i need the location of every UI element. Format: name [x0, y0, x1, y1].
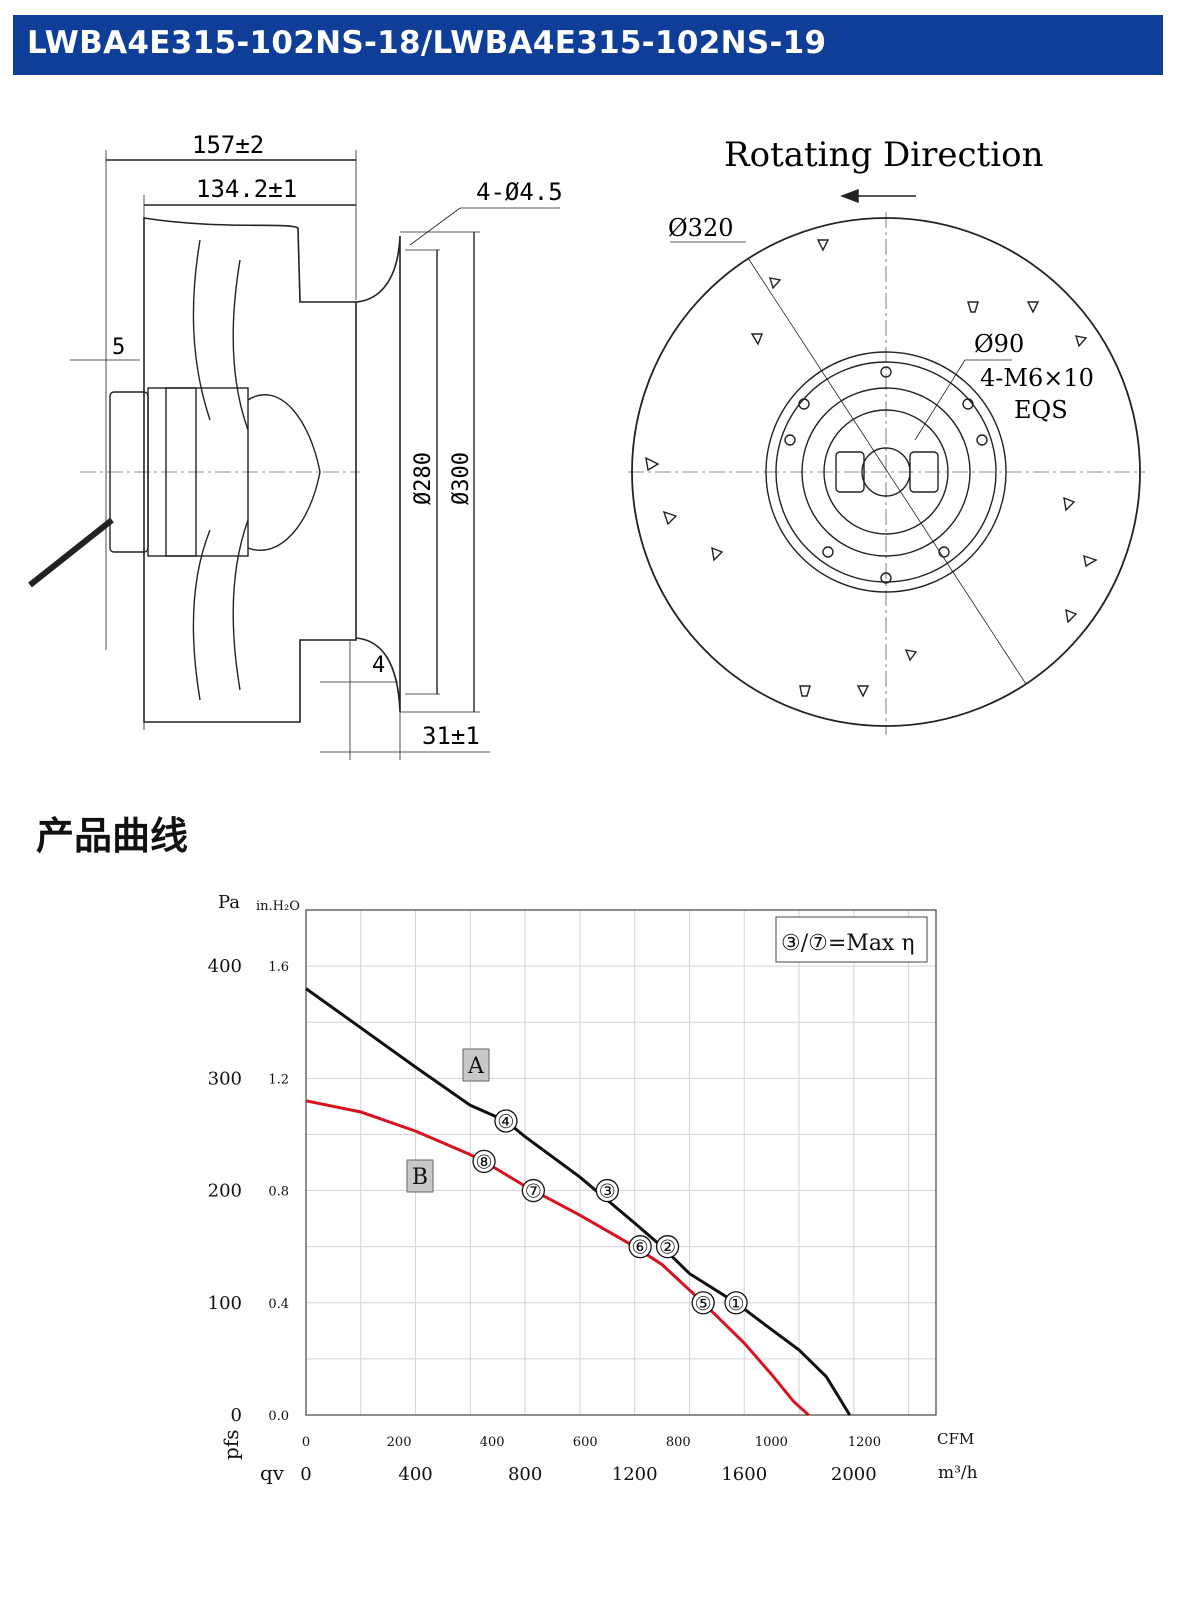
x-tick-m3h: 1600 [721, 1464, 767, 1485]
data-point-label: ④ [497, 1111, 514, 1133]
legend-note: ③/⑦=Max η [781, 931, 915, 956]
data-point-label: ⑥ [632, 1237, 649, 1259]
data-point-label: ② [659, 1237, 676, 1259]
series-label-A: A [467, 1054, 485, 1079]
data-point-label: ③ [599, 1181, 616, 1203]
dia-280: Ø280 [411, 452, 436, 505]
series-label-B: B [412, 1165, 428, 1190]
x-tick-cfm: 1200 [848, 1435, 881, 1450]
x-tick-m3h: 0 [300, 1464, 311, 1485]
section-title: 产品曲线 [36, 814, 189, 858]
data-point-label: ⑤ [695, 1293, 712, 1315]
dia-320: Ø320 [668, 214, 733, 242]
y-tick-pa: 400 [208, 956, 242, 977]
y-tick-inh2o: 0.4 [268, 1297, 289, 1312]
data-point-marker [472, 1149, 496, 1174]
header-bar: LWBA4E315-102NS-18/LWBA4E315-102NS-19 [13, 15, 1163, 75]
y-axis-unit-pa: Pa [218, 892, 240, 913]
x-tick-cfm: 1000 [755, 1435, 788, 1450]
x-tick-cfm: 200 [387, 1435, 412, 1450]
data-point-marker [595, 1178, 619, 1203]
data-point-marker [724, 1291, 748, 1315]
dim-total: 157±2 [192, 131, 264, 159]
eqs-label: EQS [1014, 396, 1068, 424]
dim-body: 134.2±1 [196, 175, 297, 203]
dia-300: Ø300 [449, 452, 474, 505]
legend-box [775, 916, 928, 963]
x-tick-cfm: 800 [666, 1435, 691, 1450]
series-label-box [462, 1048, 490, 1082]
x-tick-m3h: 800 [508, 1464, 542, 1485]
data-point-marker [494, 1109, 518, 1133]
y-axis-unit-inh2o: in.H₂O [256, 899, 300, 914]
x-tick-m3h: 400 [398, 1464, 432, 1485]
y-tick-inh2o: 0.0 [268, 1409, 289, 1424]
technical-drawing: 157±2 134.2±1 4-Ø4.5 5 4 31±1 Ø280 Ø300 … [28, 131, 1145, 760]
data-point-marker [521, 1178, 545, 1203]
series-line-B [305, 1099, 810, 1417]
dim-offset: 5 [112, 335, 125, 360]
x-tick-cfm: 400 [480, 1435, 505, 1450]
y-tick-inh2o: 1.6 [268, 960, 289, 975]
data-point-label: ⑧ [476, 1151, 493, 1173]
x-tick-m3h: 2000 [831, 1464, 877, 1485]
plot-frame [305, 909, 937, 1416]
dim-holes: 4-Ø4.5 [476, 178, 563, 206]
x-tick-cfm: 600 [573, 1435, 598, 1450]
dim-inlet-depth: 31±1 [422, 722, 480, 750]
data-point-label: ⑦ [525, 1181, 542, 1203]
data-point-marker [655, 1235, 680, 1259]
dia-90: Ø90 [974, 330, 1024, 358]
x-tick-cfm: 0 [302, 1435, 310, 1450]
data-point-marker [628, 1235, 652, 1259]
rotating-direction-label: Rotating Direction [724, 135, 1043, 175]
x-axis-unit-m3h: m³/h [938, 1463, 978, 1483]
y-tick-pa: 300 [208, 1068, 242, 1089]
page-title: LWBA4E315-102NS-18/LWBA4E315-102NS-19 [27, 25, 827, 61]
y-tick-inh2o: 0.8 [268, 1185, 289, 1200]
series-label-box [406, 1159, 434, 1193]
dim-inlet-gap: 4 [372, 653, 385, 678]
x-tick-m3h: 1200 [612, 1464, 658, 1485]
y-tick-pa: 200 [208, 1181, 242, 1202]
y-tick-inh2o: 1.2 [268, 1072, 289, 1087]
y-tick-pa: 100 [208, 1293, 242, 1314]
data-point-label: ① [728, 1293, 745, 1315]
data-point-marker [691, 1291, 715, 1315]
y-tick-pa: 0 [231, 1405, 242, 1426]
x-axis-unit-cfm: CFM [937, 1430, 974, 1448]
series-line-A [305, 987, 851, 1416]
performance-chart: 0 0.0 100 0.4 200 0.8 300 1.2 400 1.6 Pa in.H₂O pfs 0… [208, 892, 978, 1485]
screw-spec: 4-M6×10 [980, 364, 1094, 392]
x-axis-symbol: qv [260, 1461, 285, 1485]
y-axis-symbol: pfs [219, 1430, 243, 1460]
